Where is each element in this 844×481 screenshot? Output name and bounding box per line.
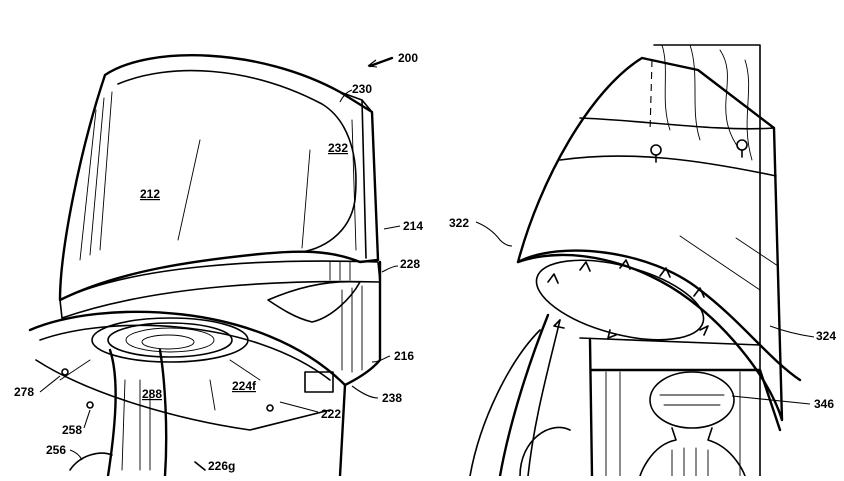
wall-board (653, 44, 761, 477)
label-324: 324 (816, 329, 836, 343)
chute-288 (106, 348, 168, 478)
base-tray-front (35, 359, 331, 431)
label-224f: 224f (232, 379, 257, 393)
label-346: 346 (814, 397, 834, 411)
keyhole-left (650, 144, 662, 156)
base-tray-inner (39, 324, 331, 381)
arrow-200 (368, 56, 394, 68)
tray-spoke-3 (209, 379, 216, 411)
leader-322 (475, 221, 513, 247)
tray-spoke-1 (59, 359, 91, 381)
label-322: 322 (449, 216, 469, 230)
ring-teeth (547, 259, 709, 339)
part-226g (194, 461, 206, 471)
leader-222 (279, 401, 319, 413)
arm-322 (498, 313, 550, 478)
leader-lines (39, 56, 815, 461)
label-200: 200 (398, 51, 418, 65)
label-258: 258 (62, 423, 82, 437)
arm-322-inner (527, 319, 561, 477)
turntable-mid (107, 322, 233, 358)
hood-322-band (579, 117, 775, 130)
label-216: 216 (394, 349, 414, 363)
collar-shading (329, 261, 351, 281)
collar-band (59, 260, 381, 319)
leader-228 (381, 265, 399, 273)
cup-322 (519, 426, 571, 477)
pin-258 (86, 401, 94, 409)
label-228: 228 (400, 257, 420, 271)
leader-278 (39, 375, 61, 393)
leader-238 (351, 385, 379, 399)
body-322 (588, 338, 782, 478)
arrow-200-head (367, 59, 378, 68)
tray-spoke-2 (229, 359, 261, 381)
body-322-top (579, 337, 761, 346)
side-fin (267, 280, 361, 323)
hood-shading-3 (99, 91, 113, 251)
leader-346 (731, 395, 811, 405)
leader-258 (83, 409, 91, 429)
turntable-outer (91, 317, 249, 363)
hood-side-panel (361, 99, 367, 259)
paddle-stripes (671, 447, 709, 477)
label-256: 256 (46, 443, 66, 457)
hood-322-centerline (649, 59, 653, 133)
device-200-figure (28, 54, 382, 478)
leader-324 (769, 325, 815, 338)
label-238: 238 (382, 391, 402, 405)
base-tray (28, 310, 347, 478)
label-214: 214 (403, 219, 423, 233)
device-322-figure (469, 44, 802, 478)
leader-214 (383, 225, 401, 230)
hood-shading-4 (177, 139, 201, 241)
woodgrain-1 (661, 44, 671, 131)
oval-window-346 (649, 371, 735, 429)
label-288: 288 (142, 387, 162, 401)
woodgrain-2 (689, 44, 701, 141)
leader-216 (371, 355, 391, 363)
hood-322-shading-1 (679, 235, 761, 291)
leader-256 (69, 449, 83, 461)
pin-222 (266, 404, 274, 412)
hood-322-shading-2 (735, 237, 779, 267)
hood-shading-1 (79, 109, 97, 261)
turntable-hub (141, 334, 195, 350)
tray-block (304, 371, 334, 393)
turntable-inner (125, 327, 215, 353)
body-322-shading (605, 371, 741, 477)
part-256 (69, 452, 113, 471)
reference-numerals: 200 230 232 212 214 228 216 238 222 224f… (14, 51, 836, 473)
lower-cone (469, 329, 541, 477)
paddle (639, 427, 746, 477)
hood-inner-edge (117, 69, 357, 253)
label-212: 212 (140, 187, 160, 201)
hood-shading-6 (351, 119, 357, 251)
hood-shading-2 (89, 97, 105, 256)
side-housing (343, 260, 382, 387)
woodgrain-4 (744, 59, 753, 161)
chute-shading (121, 379, 151, 471)
label-278: 278 (14, 385, 34, 399)
oval-shading (659, 394, 725, 406)
label-222: 222 (321, 407, 341, 421)
leader-230 (339, 89, 353, 103)
hood-322-band-2 (559, 155, 777, 177)
label-226g: 226g (208, 459, 235, 473)
hood-outline (58, 54, 380, 302)
woodgrain-3 (719, 49, 741, 151)
hood-shading-5 (301, 149, 311, 249)
label-230: 230 (352, 82, 372, 96)
keyhole-right (736, 139, 748, 151)
hood-322-rim (516, 249, 802, 382)
pin-278 (61, 368, 69, 376)
label-232: 232 (328, 141, 348, 155)
